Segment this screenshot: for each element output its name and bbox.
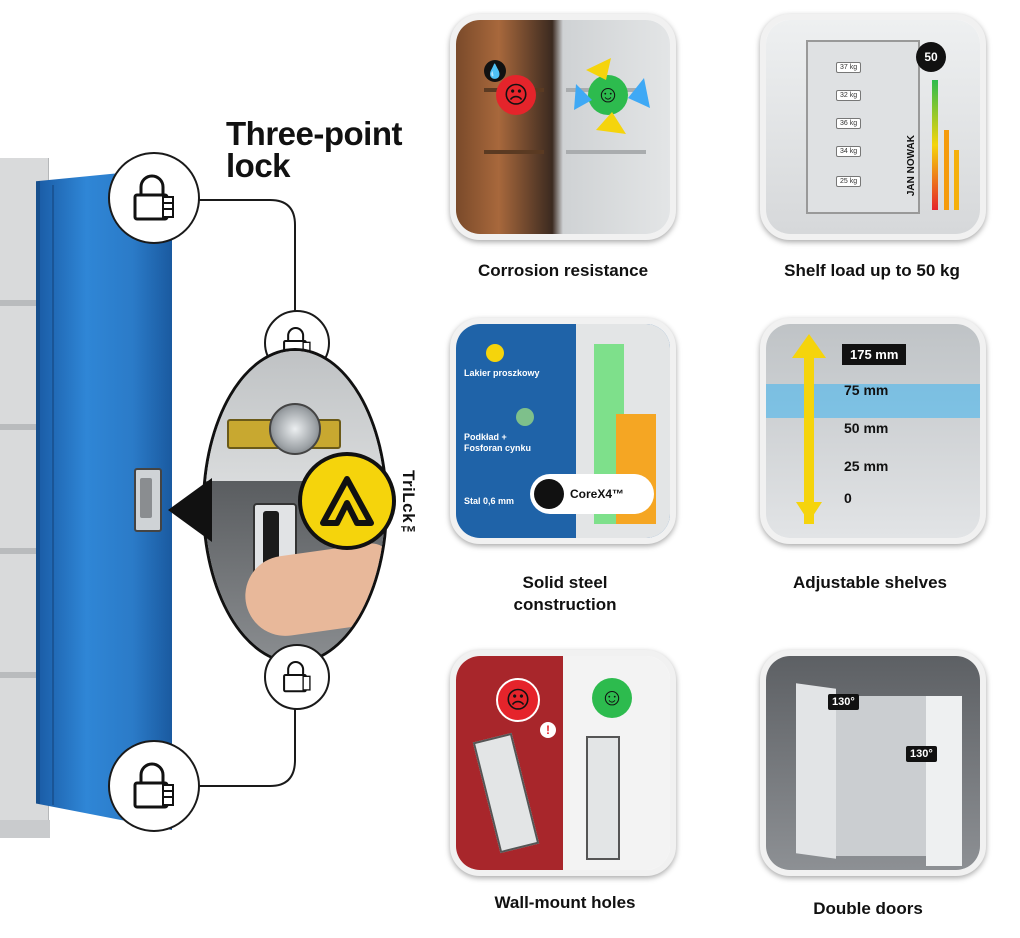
cabinet-shelf (0, 424, 46, 430)
caption-steel-line2: construction (513, 595, 617, 614)
load-badge-value: 50 (924, 50, 938, 64)
weight-label: 36 kg (836, 112, 862, 130)
mark-25: 25 mm (844, 458, 889, 474)
cabinet-outline (806, 40, 920, 214)
weight-label: 32 kg (836, 84, 862, 102)
brand-vertical: JAN NOWAK (906, 135, 917, 197)
door-edge (52, 185, 54, 805)
caption-steel: Solid steel construction (445, 572, 685, 616)
label-primer: Podkład + Fosforan cynku (464, 432, 532, 453)
load-gauge-bar (954, 150, 959, 210)
happy-face-icon: ☺ (592, 678, 632, 718)
padlock-top-circle (108, 152, 200, 244)
mark-0: 0 (844, 490, 852, 506)
padlock-icon (133, 174, 174, 221)
zoom-pointer (168, 478, 212, 542)
mark-50: 50 mm (844, 420, 889, 436)
weight-label: 25 kg (836, 170, 862, 188)
tile-shelf-load: 37 kg 32 kg 36 kg 34 kg 25 kg 50 JAN NOW… (760, 14, 986, 240)
caption-steel-line1: Solid steel (522, 573, 608, 592)
mark-75: 75 mm (844, 382, 889, 398)
mark-175: 175 mm (842, 344, 907, 365)
title-line1: Three-point (226, 115, 402, 152)
tile-wallmount: ☹ ☺ ! (450, 650, 676, 876)
door-handle-latch (140, 478, 152, 518)
padlock-mid-bottom-circle (264, 644, 330, 710)
angle-right: 130° (906, 746, 937, 762)
caption-doors: Double doors (813, 899, 923, 918)
sad-face-icon: ☹ (496, 75, 536, 115)
right-door (926, 696, 962, 866)
down-arrow-icon (796, 502, 822, 522)
tile-steel: Lakier proszkowy Podkład + Fosforan cynk… (450, 318, 676, 544)
page-title: Three-point lock (226, 115, 402, 184)
caption-shelf-load: Shelf load up to 50 kg (784, 261, 960, 280)
corex-icon (534, 479, 564, 509)
water-drop-icon: 💧 (484, 60, 506, 82)
corex-badge: CoreX4™ (530, 474, 654, 514)
cabinet-shelf (0, 548, 46, 554)
tile-doors: 130° 130° (760, 650, 986, 876)
spray-icon (486, 344, 504, 362)
tile-corrosion: ☹ 💧 ☺ (450, 14, 676, 240)
primer-icon (516, 408, 534, 426)
trilock-brand-text: TriLck™ (399, 470, 418, 543)
cabinet-shelf (0, 300, 46, 306)
up-arrow-icon (792, 334, 826, 358)
angle-left: 130° (828, 694, 859, 710)
caption-corrosion: Corrosion resistance (477, 261, 649, 280)
padlock-icon (133, 762, 174, 809)
cabinet-interior (836, 696, 926, 856)
rusty-shelf (484, 150, 544, 154)
label-steel: Stal 0,6 mm (464, 496, 515, 506)
happy-face-icon: ☺ (588, 75, 628, 115)
sad-face-icon: ☹ (496, 678, 540, 722)
warning-icon: ! (540, 722, 556, 738)
cabinet-shelf (0, 672, 46, 678)
trilock-logo (298, 452, 396, 550)
padlock-icon (283, 661, 311, 693)
height-arrow (804, 344, 814, 524)
weight-label: 34 kg (836, 140, 862, 158)
tile-shelves: 175 mm 75 mm 50 mm 25 mm 0 (760, 318, 986, 544)
recycle-arrows-icon (574, 58, 650, 134)
load-gauge-bar (932, 80, 938, 210)
caption-wallmount: Wall-mount holes (494, 893, 636, 912)
load-badge: 50 (916, 42, 946, 72)
shelf-highlight (766, 384, 980, 418)
padlock-bottom-circle (108, 740, 200, 832)
weight-label: 37 kg (836, 56, 862, 74)
title-line2: lock (226, 147, 291, 184)
trilock-icon (320, 476, 374, 526)
caption-shelves: Adjustable shelves (792, 573, 947, 592)
cabinet-foot (0, 820, 50, 838)
lock-cylinder (269, 403, 321, 455)
mounted-cabinet (586, 736, 620, 860)
corex-label: CoreX4™ (570, 487, 625, 501)
clean-shelf (566, 150, 646, 154)
label-powder-coat: Lakier proszkowy (464, 368, 540, 378)
load-gauge-bar (944, 130, 949, 210)
